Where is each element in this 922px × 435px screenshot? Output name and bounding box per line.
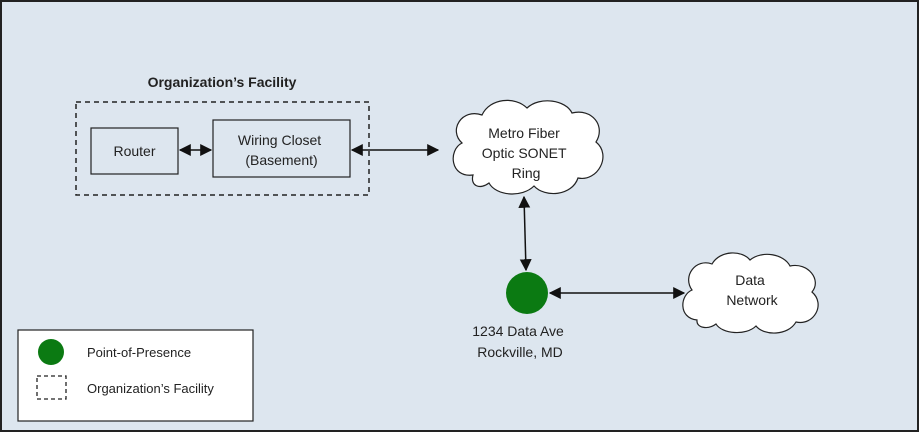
legend-dashed-box-icon: [36, 375, 67, 400]
wiring-closet-node: Wiring Closet (Basement): [212, 119, 351, 178]
legend-label-facility: Organization’s Facility: [87, 381, 214, 396]
organization-facility-group: Organization’s Facility Router Wiring Cl…: [75, 74, 370, 196]
metro-to-pop-connector: [518, 195, 532, 272]
legend-green-circle-icon: [38, 339, 64, 365]
router-label: Router: [113, 143, 155, 159]
pop-circle: [506, 272, 548, 314]
legend-item-facility: Organization’s Facility: [36, 375, 214, 400]
point-of-presence-node: 1234 Data Ave Rockville, MD: [472, 272, 568, 360]
pop-address: 1234 Data Ave Rockville, MD: [472, 323, 568, 360]
router-node: Router: [90, 127, 179, 175]
metro-cloud-label: Metro Fiber Optic SONET Ring: [482, 125, 570, 181]
legend-item-point-of-presence: Point-of-Presence: [38, 339, 191, 365]
wiring-closet-label: Wiring Closet (Basement): [238, 132, 325, 168]
legend: Point-of-Presence Organization’s Facilit…: [17, 329, 254, 422]
facility-dashed-boundary: [75, 101, 370, 196]
data-network-label: Data Network: [726, 272, 778, 308]
legend-label-pop: Point-of-Presence: [87, 345, 191, 360]
data-network-cloud: Data Network: [682, 252, 819, 334]
metro-fiber-cloud: Metro Fiber Optic SONET Ring: [452, 99, 604, 195]
facility-title: Organization’s Facility: [148, 74, 297, 90]
